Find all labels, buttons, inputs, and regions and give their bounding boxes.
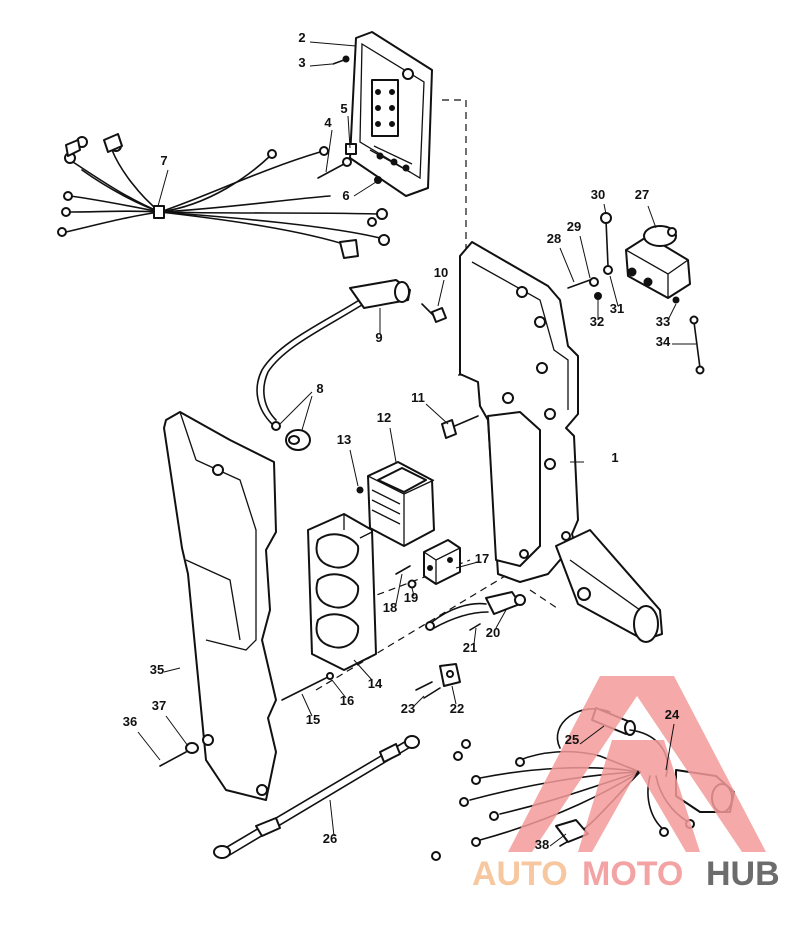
solenoid-hardware — [567, 212, 705, 375]
callout-label-2: 2 — [298, 30, 305, 45]
clamp-22 — [415, 663, 461, 699]
callout-label-35: 35 — [150, 662, 164, 677]
callout-label-13: 13 — [337, 432, 351, 447]
callout-label-31: 31 — [610, 301, 624, 316]
callout-label-29: 29 — [567, 219, 581, 234]
callout-label-16: 16 — [340, 693, 354, 708]
callout-label-21: 21 — [463, 640, 477, 655]
sensor-lead-part — [425, 591, 526, 631]
callout-label-6: 6 — [342, 188, 349, 203]
callout-label-9: 9 — [375, 330, 382, 345]
high-tension-lead-part — [256, 279, 411, 451]
callout-label-12: 12 — [377, 410, 391, 425]
ground-cable-part — [213, 735, 420, 859]
callout-label-22: 22 — [450, 701, 464, 716]
callout-label-11: 11 — [411, 390, 425, 405]
solenoid-part — [625, 225, 691, 299]
callout-label-10: 10 — [434, 265, 448, 280]
callout-label-34: 34 — [656, 334, 671, 349]
callout-label-32: 32 — [590, 314, 604, 329]
starter-housing-part — [555, 529, 663, 643]
callout-label-14: 14 — [368, 676, 383, 691]
callout-label-18: 18 — [383, 600, 397, 615]
callout-label-27: 27 — [635, 187, 649, 202]
screw-36 — [159, 742, 199, 767]
bracket-17 — [423, 539, 461, 585]
screw-15 — [281, 672, 334, 701]
bolt-10 — [421, 303, 447, 323]
callout-label-36: 36 — [123, 714, 137, 729]
cover-shield-part — [163, 411, 277, 801]
screws-18-19 — [395, 565, 417, 589]
callout-label-20: 20 — [486, 625, 500, 640]
callout-label-23: 23 — [401, 701, 415, 716]
callout-label-25: 25 — [565, 732, 579, 747]
callout-label-24: 24 — [665, 707, 680, 722]
callout-label-1: 1 — [611, 450, 618, 465]
callout-label-26: 26 — [323, 831, 337, 846]
mounting-plate-part — [459, 241, 579, 583]
callout-label-5: 5 — [340, 101, 347, 116]
wiring-harness-part — [57, 133, 390, 259]
switch-box-screws — [317, 55, 382, 184]
callout-label-28: 28 — [547, 231, 561, 246]
regulator-part — [356, 461, 435, 547]
callout-label-7: 7 — [160, 153, 167, 168]
callout-label-3: 3 — [298, 55, 305, 70]
watermark-text-moto: MOTO — [582, 855, 683, 893]
watermark-logo: AUTO MOTO HUB — [472, 676, 780, 893]
callout-label-4: 4 — [324, 115, 332, 130]
callout-label-17: 17 — [475, 551, 489, 566]
watermark-text-hub: HUB — [706, 855, 780, 893]
callout-label-37: 37 — [152, 698, 166, 713]
callout-label-19: 19 — [404, 590, 418, 605]
callout-leaders — [137, 41, 696, 847]
callout-label-15: 15 — [306, 712, 320, 727]
switch-box-part — [349, 31, 433, 197]
coil-pack-part — [307, 513, 377, 671]
callout-label-38: 38 — [535, 837, 549, 852]
watermark-text-auto: AUTO — [472, 855, 568, 893]
callout-label-8: 8 — [316, 381, 323, 396]
callout-label-30: 30 — [591, 187, 605, 202]
callout-label-33: 33 — [656, 314, 670, 329]
bolt-11 — [441, 415, 479, 439]
